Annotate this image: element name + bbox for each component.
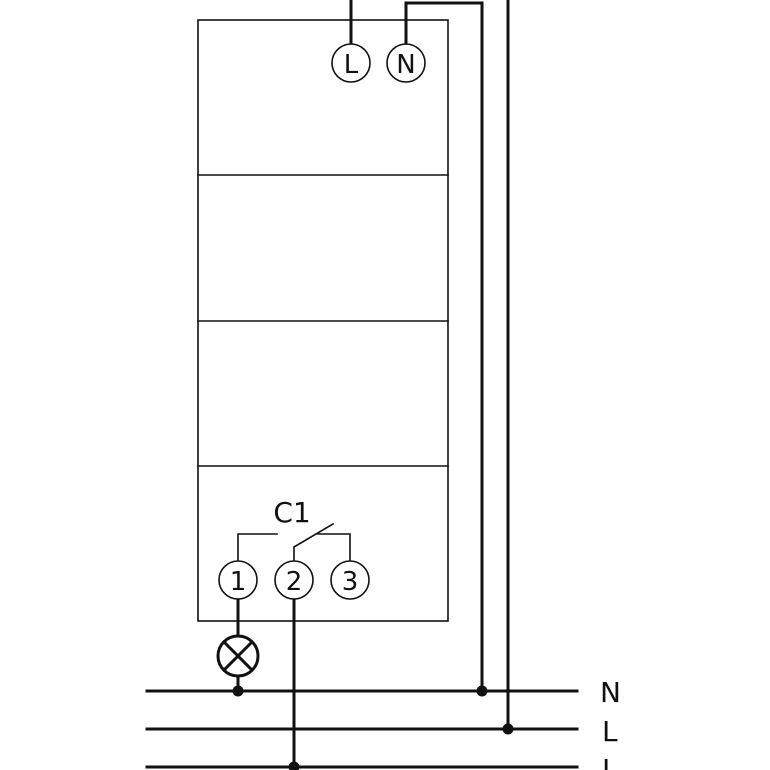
- bus-l-label: L: [602, 715, 618, 748]
- bus-l2-label: L: [602, 753, 618, 770]
- bus-n-label: N: [600, 676, 621, 709]
- terminal-l: [331, 43, 371, 83]
- terminal-1: [218, 560, 258, 600]
- terminal-1-label: 1: [230, 567, 247, 597]
- junction-dot: [502, 723, 514, 735]
- contact-switch-blade: [293, 522, 335, 562]
- contact-no-line: [317, 533, 351, 562]
- lamp-icon: [216, 634, 260, 678]
- terminal-3: [330, 560, 370, 600]
- terminal-3-label: 3: [342, 567, 359, 597]
- terminal-2: [274, 560, 314, 600]
- wire-n-supply: [404, 1, 484, 693]
- terminal-l-label: L: [344, 50, 359, 80]
- junction-dot: [288, 761, 300, 770]
- junction-dot: [476, 685, 488, 697]
- terminal-n-label: N: [396, 50, 415, 80]
- contact-label: C1: [273, 496, 310, 529]
- terminal-n: [386, 43, 426, 83]
- contact-nc-line: [237, 533, 278, 562]
- junction-dot: [232, 685, 244, 697]
- terminal-2-label: 2: [286, 567, 303, 597]
